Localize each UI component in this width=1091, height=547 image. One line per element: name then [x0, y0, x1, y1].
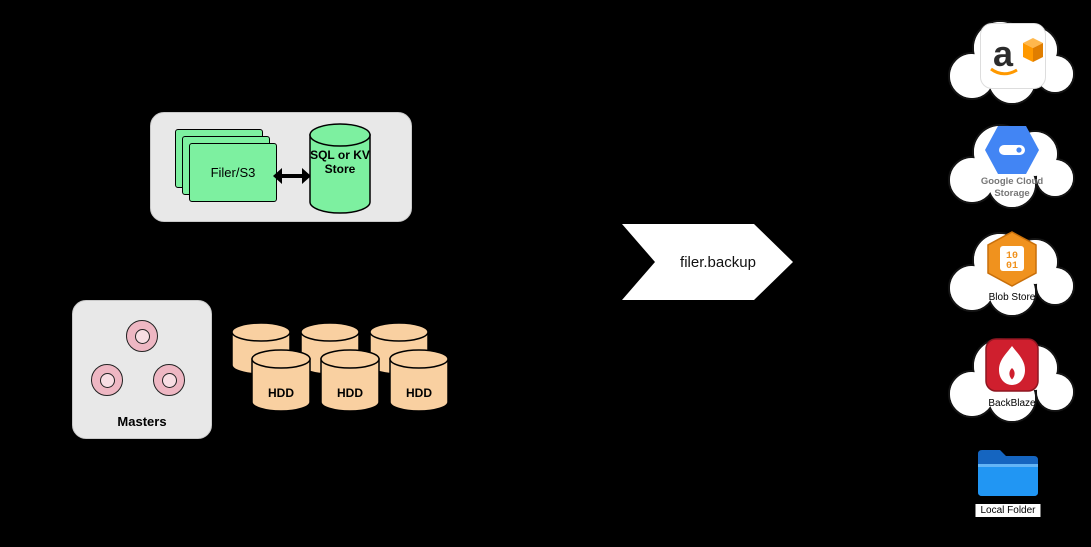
destination-cloud-google-cloud-storage: Google Cloud Storage: [938, 112, 1086, 214]
hdd-cylinder-shape: [320, 349, 380, 412]
destination-local-folder: Local Folder: [958, 446, 1058, 536]
chevron-arrow-shape: [622, 224, 793, 300]
aws-s3-icon: a: [980, 23, 1046, 89]
backblaze-icon: [985, 338, 1039, 392]
filer-label: Filer/S3: [210, 165, 256, 180]
backblaze-label: BackBlaze: [988, 398, 1036, 409]
gcs-hexagon-icon: [985, 126, 1039, 174]
masters-label: Masters: [117, 414, 167, 429]
filer-stack-card-front: Filer/S3: [189, 143, 277, 202]
amazon-logo-icon: a: [990, 33, 1043, 76]
hdd-cylinder-shape: [389, 349, 449, 412]
master-node-icon: [153, 364, 185, 396]
store-label: SQL or KV Store: [310, 148, 370, 177]
amazon-a-letter: a: [993, 33, 1014, 74]
blob-binary-top: 10: [1006, 251, 1018, 262]
hdd-cylinder: HDD: [320, 349, 380, 413]
backblaze-flame-icon: [985, 338, 1039, 392]
master-node-core: [161, 372, 177, 388]
hdd-cylinder-shape: [251, 349, 311, 412]
store-cylinder-shape: [309, 123, 371, 214]
sql-kv-store-cylinder: SQL or KV Store: [309, 123, 371, 215]
blob-hexagon-icon: 10 01: [987, 231, 1037, 287]
folder-icon: [978, 450, 1038, 496]
gcs-label: Google Cloud Storage: [980, 176, 1044, 199]
double-arrow-icon: [273, 168, 311, 184]
hdd-cylinder: HDD: [389, 349, 449, 413]
hdd-label: HDD: [337, 386, 363, 400]
google-cloud-storage-icon: [984, 125, 1040, 175]
hdd-label: HDD: [406, 386, 432, 400]
blob-binary-bottom: 01: [1006, 261, 1018, 272]
local-folder-label: Local Folder: [975, 504, 1041, 517]
destination-cloud-backblaze: BackBlaze: [938, 326, 1086, 428]
filer-backup-arrow: filer.backup: [622, 224, 794, 300]
hdd-cylinder: HDD: [251, 349, 311, 413]
blob-store-label: Blob Store: [988, 292, 1036, 303]
filer-backup-label: filer.backup: [680, 253, 756, 271]
master-node-core: [99, 372, 115, 388]
blob-store-icon: 10 01: [987, 231, 1037, 287]
destination-cloud-blob-store: 10 01 Blob Store: [938, 220, 1086, 322]
destination-cloud-aws-s3: a: [938, 8, 1086, 110]
hdd-label: HDD: [268, 386, 294, 400]
master-node-icon: [91, 364, 123, 396]
master-node-core: [134, 328, 150, 344]
master-node-icon: [126, 320, 158, 352]
filer-cluster-panel: Filer/S3 SQL or KV Store: [150, 112, 412, 222]
masters-panel: Masters: [72, 300, 212, 439]
